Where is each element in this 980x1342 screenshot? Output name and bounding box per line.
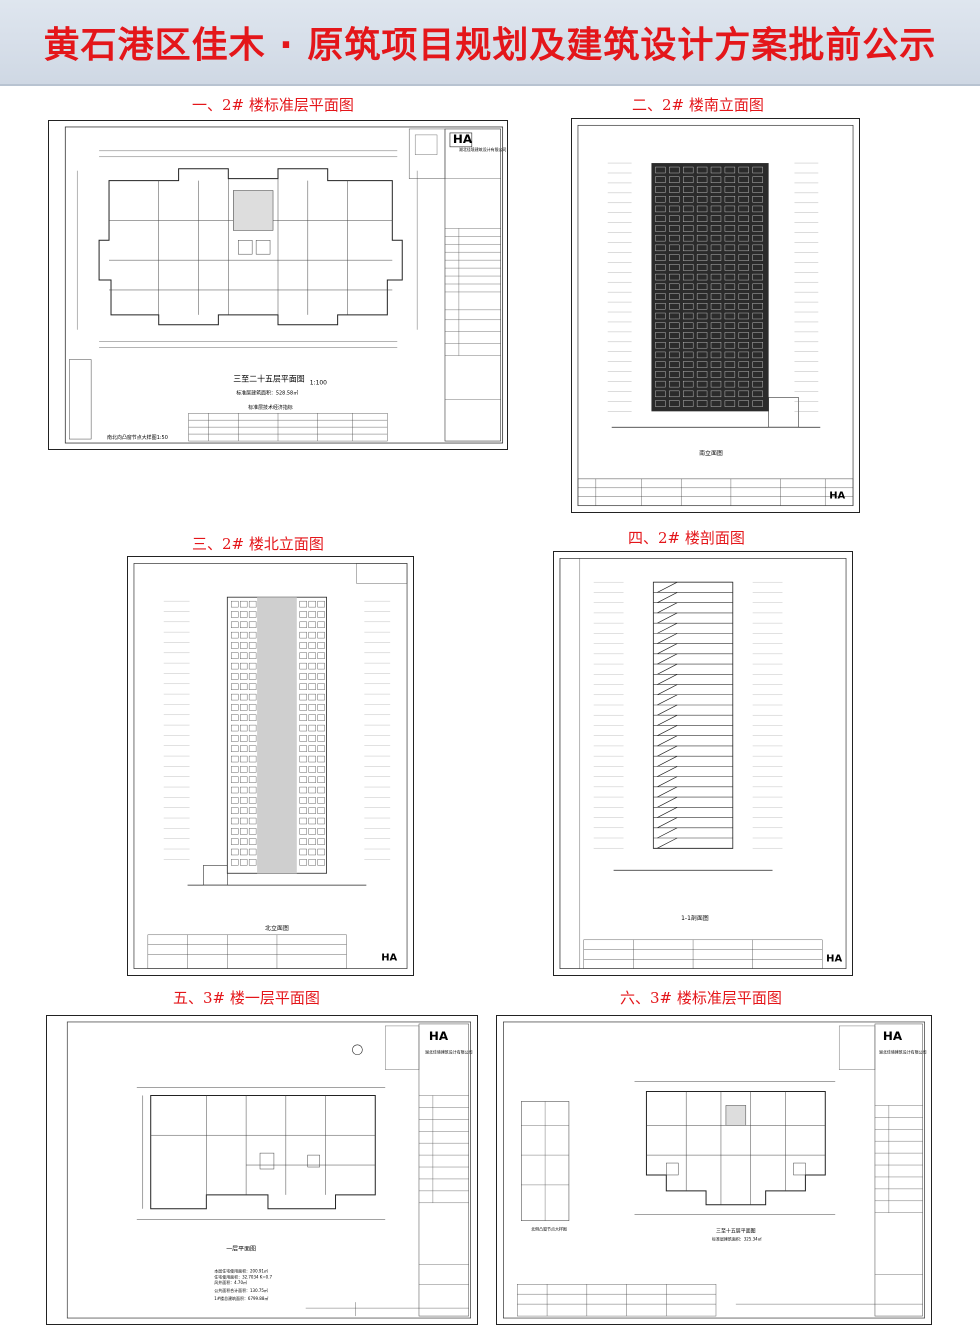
north-elevation-drawing: 北立面图 HA xyxy=(133,563,408,969)
first-floor-plan-drawing: HA 湖北佳境建筑设计有限公司 一层平面图 本层住宅使用面积：200.91㎡ xyxy=(66,1021,473,1319)
svg-text:三至十五层平面图: 三至十五层平面图 xyxy=(716,1228,756,1235)
svg-text:湖北佳境建筑设计有限公司: 湖北佳境建筑设计有限公司 xyxy=(425,1050,473,1055)
sheet-first-floor-plan-3: HA 湖北佳境建筑设计有限公司 一层平面图 本层住宅使用面积：200.91㎡ xyxy=(46,1015,478,1325)
page-banner: 黄石港区佳木 · 原筑项目规划及建筑设计方案批前公示 xyxy=(0,0,980,86)
caption-sheet-2: 二、2# 楼南立面图 xyxy=(632,96,764,114)
svg-text:湖北佳境建筑设计有限公司: 湖北佳境建筑设计有限公司 xyxy=(459,147,507,152)
svg-text:湖北佳境建筑设计有限公司: 湖北佳境建筑设计有限公司 xyxy=(879,1050,927,1055)
svg-text:一层平面图: 一层平面图 xyxy=(226,1245,256,1252)
svg-text:南北向凸窗节点大样图: 南北向凸窗节点大样图 xyxy=(107,434,157,441)
svg-text:本层住宅使用面积：200.91㎡: 本层住宅使用面积：200.91㎡ xyxy=(214,1268,268,1273)
svg-text:1:100: 1:100 xyxy=(310,379,327,386)
svg-text:北立面图: 北立面图 xyxy=(265,924,289,932)
caption-sheet-3: 三、2# 楼北立面图 xyxy=(192,535,324,553)
svg-text:HA: HA xyxy=(429,1029,449,1043)
svg-text:公共面积合计面积：130.75㎡: 公共面积合计面积：130.75㎡ xyxy=(214,1288,268,1293)
sheet-south-elevation-2: HA 南立面图 xyxy=(571,118,860,513)
svg-text:标准层建筑面积：325.34㎡: 标准层建筑面积：325.34㎡ xyxy=(712,1237,762,1242)
standard-floor-plan-drawing: HA 湖北佳境建筑设计有限公司 北侧凸窗节点大样图 三至 xyxy=(503,1021,927,1319)
page-title: 黄石港区佳木 · 原筑项目规划及建筑设计方案批前公示 xyxy=(43,25,937,66)
floor-plan-drawing: HA 湖北佳境建筑设计有限公司 三至二十五层平面图 1:100 标准层建筑面积：… xyxy=(64,126,507,444)
sheet-section-2: 1-1剖面图 HA xyxy=(553,551,853,976)
section-drawing: 1-1剖面图 HA xyxy=(559,558,847,969)
svg-text:HA: HA xyxy=(826,954,842,965)
south-elevation-drawing: HA 南立面图 xyxy=(577,124,854,507)
svg-text:1#楼总建筑面积：6799.88㎡: 1#楼总建筑面积：6799.88㎡ xyxy=(214,1296,268,1301)
svg-text:HA: HA xyxy=(381,953,397,964)
svg-text:HA: HA xyxy=(453,132,473,146)
svg-text:住宅使用面积：32.7034 K=0.7: 住宅使用面积：32.7034 K=0.7 xyxy=(214,1274,272,1279)
svg-text:标准层建筑面积：528.58㎡: 标准层建筑面积：528.58㎡ xyxy=(236,389,298,396)
svg-text:风井面积：4.70㎡: 风井面积：4.70㎡ xyxy=(214,1280,247,1285)
svg-text:北侧凸窗节点大样图: 北侧凸窗节点大样图 xyxy=(531,1227,567,1232)
sheet-standard-floor-plan-3: HA 湖北佳境建筑设计有限公司 北侧凸窗节点大样图 三至 xyxy=(496,1015,932,1325)
svg-text:南立面图: 南立面图 xyxy=(699,449,723,457)
caption-sheet-1: 一、2# 楼标准层平面图 xyxy=(192,96,354,114)
svg-text:HA: HA xyxy=(883,1029,903,1043)
sheet-floor-plan-2: HA 湖北佳境建筑设计有限公司 三至二十五层平面图 1:100 标准层建筑面积：… xyxy=(48,120,508,450)
svg-text:1-1剖面图: 1-1剖面图 xyxy=(681,914,709,922)
caption-sheet-4: 四、2# 楼剖面图 xyxy=(628,529,745,547)
caption-sheet-6: 六、3# 楼标准层平面图 xyxy=(620,989,782,1007)
svg-text:标准层技术经济指标: 标准层技术经济指标 xyxy=(248,404,293,411)
sheet-north-elevation-2: 北立面图 HA xyxy=(127,556,414,976)
svg-text:三至二十五层平面图: 三至二十五层平面图 xyxy=(233,373,304,383)
svg-text:1:50: 1:50 xyxy=(157,435,168,441)
caption-sheet-5: 五、3# 楼一层平面图 xyxy=(173,989,320,1007)
svg-text:HA: HA xyxy=(829,491,845,502)
